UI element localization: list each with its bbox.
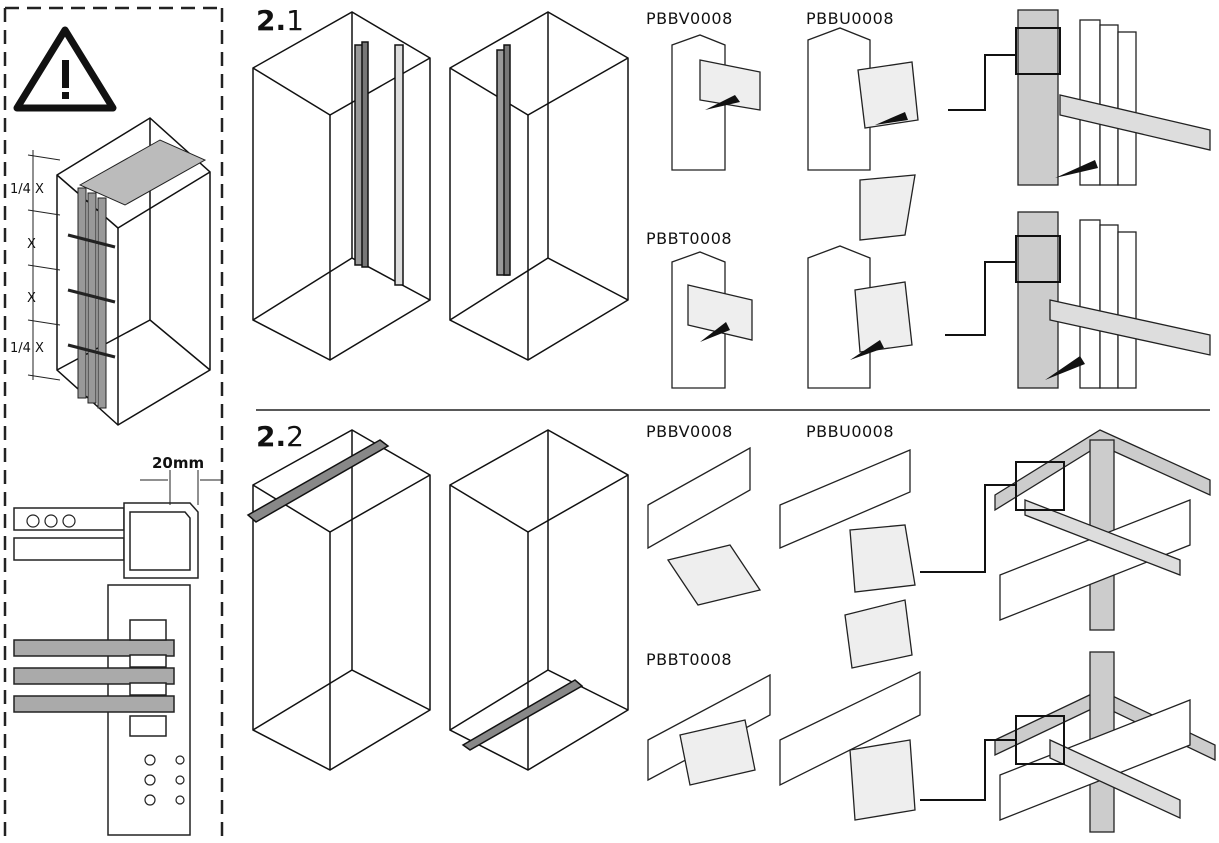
part-label-pbbt-bottom: PBBT0008	[646, 650, 733, 669]
part-pbbv-top	[671, 34, 761, 171]
busbar-closeup	[13, 502, 199, 836]
section-2-1-label: 2.1	[256, 4, 304, 37]
part-pbbu-top	[807, 27, 919, 171]
detail-assembly-bottom-2	[994, 651, 1216, 833]
spacing-dimension-line	[27, 150, 61, 381]
leader-lines	[920, 54, 1016, 801]
cabinet-2-2-a	[246, 429, 431, 771]
part-pbbv-bottom	[647, 446, 762, 606]
part-label-pbbv-bottom: PBBV0008	[646, 422, 733, 441]
part-pbbt-bottom	[647, 673, 771, 786]
part-pbbu-rotated	[807, 174, 916, 389]
spacing-quarter-top: 1/4 X	[10, 182, 44, 197]
detail-assembly-bottom-1	[994, 429, 1211, 631]
part-label-pbbt-top: PBBT0008	[646, 229, 733, 248]
part-pbbu-post-bottom	[779, 670, 921, 821]
cabinet-2-2-b	[449, 429, 629, 771]
part-label-pbbu-bottom: PBBU0008	[806, 422, 895, 441]
left-panel-border	[3, 6, 224, 843]
part-label-pbbu-top: PBBU0008	[806, 9, 895, 28]
spacing-x-second: X	[27, 291, 36, 306]
arrow-icons	[700, 95, 1098, 380]
detail-assembly-top-2	[1015, 211, 1211, 389]
closeup-holes	[26, 514, 185, 806]
offset-dimension	[140, 470, 222, 505]
part-pbbt-top	[671, 251, 753, 389]
spacing-quarter-bottom: 1/4 X	[10, 341, 44, 356]
part-label-pbbv-top: PBBV0008	[646, 9, 733, 28]
warning-triangle-icon	[13, 26, 117, 112]
cabinet-2-1-a	[252, 11, 431, 361]
spacing-x-first: X	[27, 237, 36, 252]
part-pbbu-bottom	[779, 449, 916, 669]
detail-assembly-top-1	[1015, 9, 1211, 186]
offset-dimension-label: 20mm	[152, 454, 205, 472]
section-2-2-label: 2.2	[256, 420, 304, 453]
left-busbars	[67, 139, 207, 409]
cabinet-2-1-b	[449, 11, 629, 361]
